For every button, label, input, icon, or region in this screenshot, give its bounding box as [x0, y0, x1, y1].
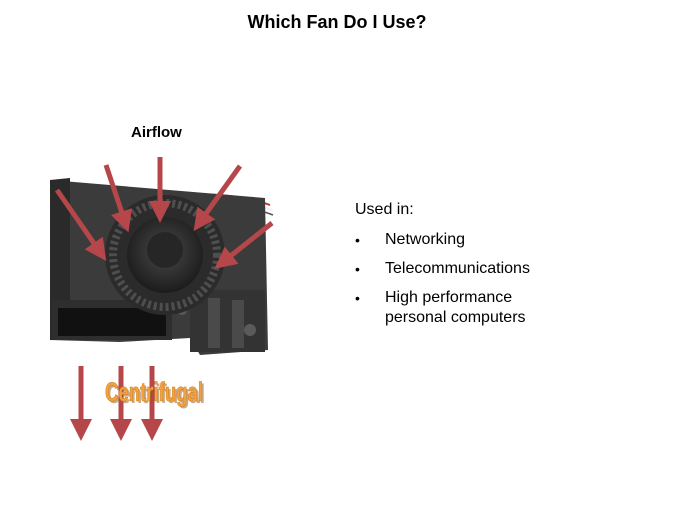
used-in-label: Used in: [355, 201, 414, 218]
slide-title: Which Fan Do I Use? [247, 12, 427, 32]
list-item: • Telecommunications [355, 259, 575, 279]
airflow-label: Airflow [131, 124, 182, 141]
list-item-text: Telecommunications [385, 260, 530, 277]
airflow-arrows [54, 157, 274, 442]
svg-text:Centrifugal: Centrifugal [107, 379, 205, 409]
centrifugal-fan-figure: Centrifugal Centrifugal [50, 157, 274, 442]
centrifugal-label: Centrifugal [105, 377, 203, 407]
list-item-text: High performance personal computers [385, 289, 526, 326]
usage-list: • Networking • Telecommunications • High… [355, 230, 575, 337]
bullet-icon: • [355, 261, 360, 277]
list-item-text: Networking [385, 231, 466, 248]
list-item: • High performance personal computers [355, 288, 575, 328]
bullet-icon: • [355, 232, 360, 248]
bullet-icon: • [355, 290, 360, 306]
list-item: • Networking [355, 230, 575, 250]
